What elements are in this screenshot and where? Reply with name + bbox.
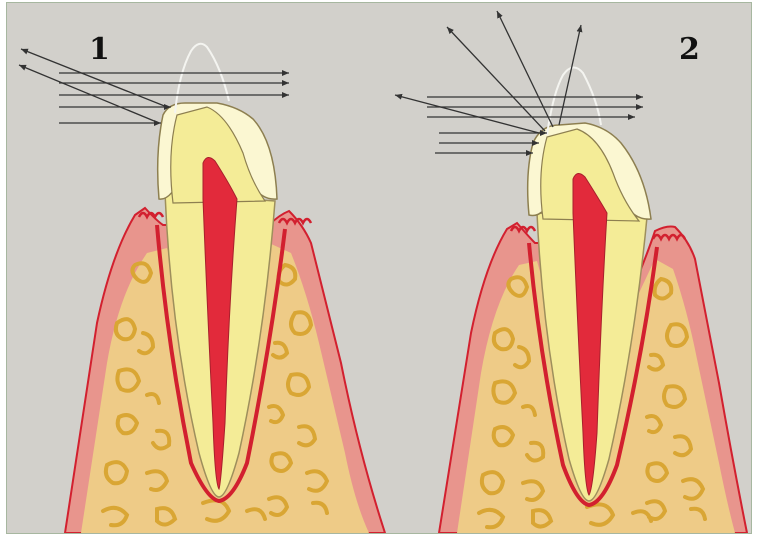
- light-ray-arrow: [395, 95, 539, 133]
- panel-1: 1: [19, 32, 385, 533]
- light-rays: [19, 49, 289, 123]
- tooth-light-diagram: 1: [7, 3, 752, 534]
- light-ray-arrow: [19, 65, 159, 123]
- diagram-frame: 1: [6, 2, 752, 534]
- panel-label: 2: [679, 32, 700, 67]
- panel-2: 2: [395, 11, 747, 533]
- panel-label: 1: [89, 32, 110, 67]
